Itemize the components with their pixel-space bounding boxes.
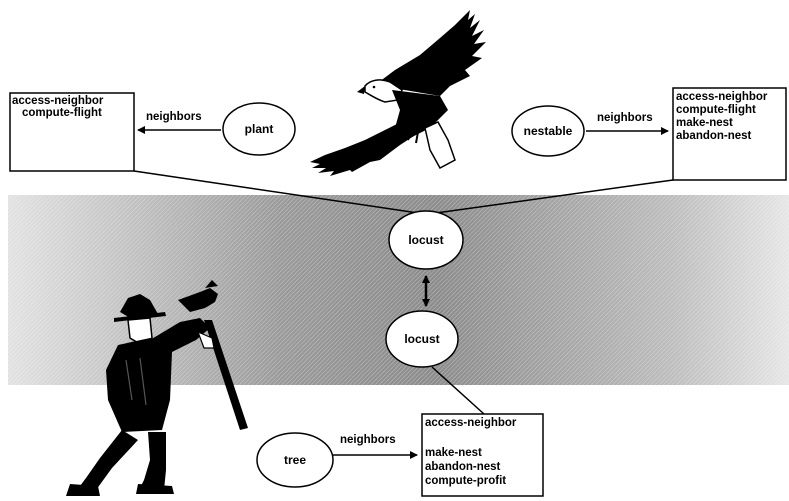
node-label: plant bbox=[245, 122, 274, 136]
node-label: locust bbox=[408, 233, 443, 247]
edge-label: neighbors bbox=[146, 111, 202, 123]
method-line: compute-profit bbox=[425, 475, 506, 487]
method-line: abandon-nest bbox=[676, 130, 752, 142]
method-line: access-neighbor bbox=[676, 91, 768, 103]
method-line: make-nest bbox=[425, 447, 482, 459]
eagle-illustration bbox=[310, 10, 486, 176]
method-line: make-nest bbox=[676, 117, 733, 129]
node-label: locust bbox=[404, 332, 439, 346]
method-line: access-neighbor bbox=[12, 95, 104, 107]
edge-label: neighbors bbox=[340, 434, 396, 446]
bottom-group: tree neighbors access-neighbor make-nest… bbox=[257, 414, 543, 496]
top-left-group: access-neighbor compute-flight neighbors… bbox=[10, 93, 295, 171]
node-label: tree bbox=[284, 453, 306, 467]
top-right-group: nestable neighbors access-neighbor compu… bbox=[512, 88, 786, 180]
node-label: nestable bbox=[524, 124, 573, 138]
edge-label: neighbors bbox=[597, 112, 653, 124]
method-line: abandon-nest bbox=[425, 461, 501, 473]
method-line: compute-flight bbox=[676, 104, 756, 116]
method-line: access-neighbor bbox=[425, 417, 517, 429]
method-line: compute-flight bbox=[22, 107, 102, 119]
